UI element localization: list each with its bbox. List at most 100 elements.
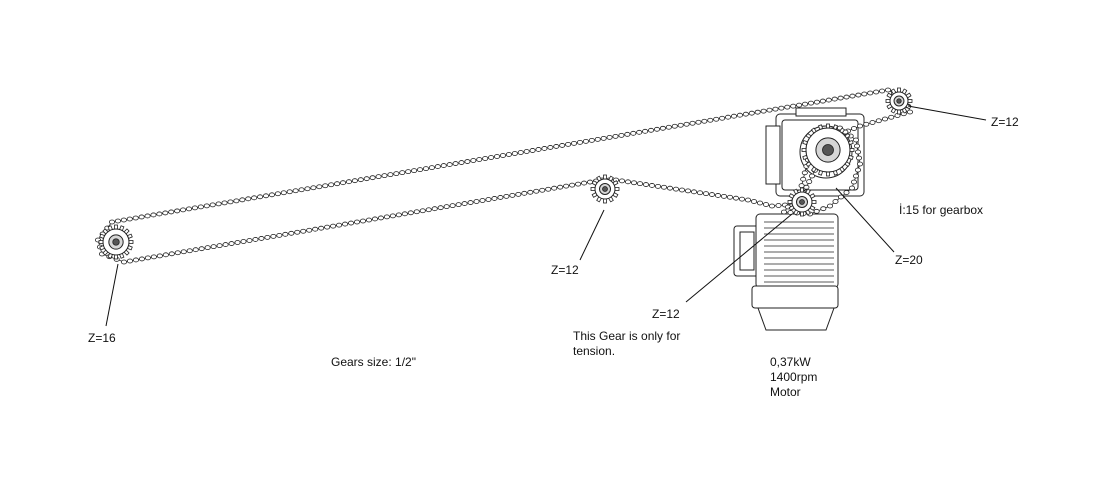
chain-link — [533, 188, 540, 194]
chain-link — [257, 194, 264, 200]
chain-link — [294, 229, 301, 235]
chain-link — [869, 120, 876, 125]
chain-link — [168, 251, 175, 257]
chain-link — [730, 113, 737, 119]
chain-link — [228, 241, 235, 246]
chain-link — [509, 192, 516, 198]
chain-link — [479, 198, 486, 203]
chain-link — [649, 183, 656, 188]
chain-link — [431, 206, 438, 212]
chain-link — [563, 183, 570, 189]
chain-link — [581, 180, 588, 186]
chain-link — [695, 119, 702, 125]
chain-link — [736, 112, 743, 118]
leader-line-motor — [685, 213, 793, 303]
sprocket-bore — [822, 144, 834, 156]
chain-link — [401, 211, 408, 217]
chain-link — [144, 213, 151, 219]
chain-link — [227, 199, 234, 205]
chain-link — [802, 101, 809, 107]
chain-link — [535, 147, 542, 152]
chain-link — [781, 209, 788, 215]
chain-link — [873, 89, 880, 95]
chain-link — [796, 102, 803, 108]
chain-link — [653, 126, 660, 132]
chain-link — [276, 232, 283, 238]
chain-link — [168, 209, 175, 215]
chain-link — [270, 233, 277, 239]
chain-link — [312, 226, 319, 232]
label-z-top-sprocket: Z=12 — [991, 115, 1019, 129]
chain-link — [497, 195, 504, 200]
chain-link — [132, 215, 139, 221]
chain-link — [637, 181, 644, 187]
chain-link — [661, 184, 668, 190]
chain-link — [879, 88, 886, 94]
chain-link — [121, 259, 128, 265]
chain-link — [772, 106, 779, 112]
chain-link — [449, 203, 456, 209]
chain-link — [221, 200, 228, 206]
chain-link — [571, 141, 578, 146]
chain-link — [138, 214, 145, 220]
chain-link — [359, 218, 366, 224]
chain-link — [727, 194, 734, 200]
chain-link — [446, 162, 453, 167]
chain-link — [673, 186, 680, 192]
chain-link — [411, 168, 418, 174]
chain-link — [853, 137, 860, 143]
leader-line-front — [105, 263, 119, 327]
sprocket-front-z16 — [98, 224, 134, 260]
chain-link — [246, 238, 253, 243]
chain-link — [318, 225, 325, 231]
chain-link — [371, 216, 378, 222]
chain-link — [748, 110, 755, 116]
chain-link — [322, 183, 329, 189]
chain-link — [689, 120, 696, 126]
chain-link — [679, 187, 686, 193]
chain-link — [494, 154, 501, 159]
chain-link — [126, 216, 133, 222]
leader-line-gearbox — [835, 187, 895, 253]
chain-link — [452, 161, 459, 166]
chain-link — [697, 190, 704, 196]
chain-link — [186, 248, 193, 254]
chain-link — [180, 207, 187, 213]
chain-link — [769, 203, 776, 209]
chain-link — [707, 117, 714, 123]
chain-link — [667, 185, 674, 191]
chain-link — [624, 131, 631, 137]
chain-link — [856, 155, 863, 161]
chain-link — [784, 104, 791, 110]
chain-link — [517, 150, 524, 155]
chain-link — [671, 123, 678, 129]
chain-link — [851, 126, 858, 131]
chain-link — [882, 116, 889, 122]
chain-link — [138, 256, 145, 262]
chain-link — [619, 178, 626, 184]
chain-link — [849, 93, 856, 99]
chain-link — [763, 202, 770, 207]
chain-link — [721, 193, 728, 199]
chain-link — [798, 183, 805, 189]
chain-link — [648, 127, 655, 133]
sprocket-bore — [112, 238, 120, 246]
chain-link — [849, 185, 856, 191]
motor-cooling-fins — [764, 221, 834, 283]
chain-link — [251, 195, 258, 201]
chain-link — [316, 184, 323, 190]
chain-link — [505, 152, 512, 157]
chain-link — [569, 182, 576, 188]
chain-link — [553, 144, 560, 149]
sprocket-top-z12 — [885, 87, 913, 115]
chain-link — [854, 143, 861, 149]
chain-link — [559, 143, 566, 148]
chain-link — [775, 203, 782, 208]
sprocket-bore — [896, 98, 902, 104]
chain-link — [825, 97, 832, 103]
chain-link — [210, 244, 217, 250]
chain-link — [511, 151, 518, 156]
chain-link — [375, 174, 382, 180]
